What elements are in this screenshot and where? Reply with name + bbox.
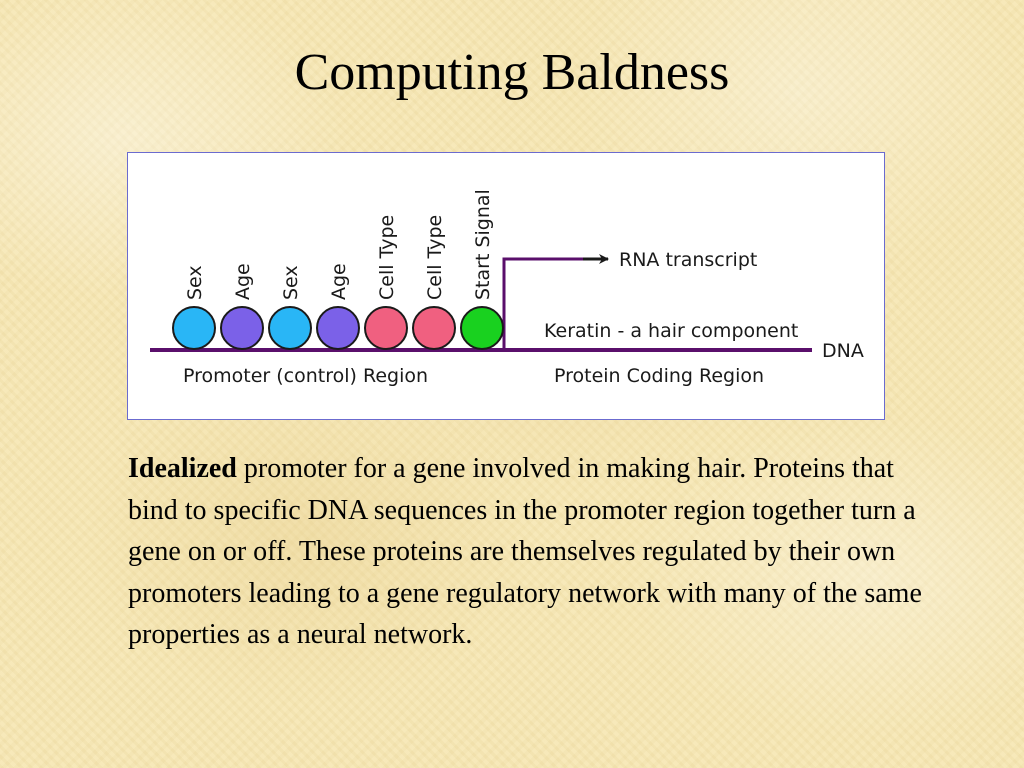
caption-text: promoter for a gene involved in making h… bbox=[128, 453, 922, 650]
transcription-factors: Sex Age Sex Age Cell Type Cell Type Start Sign… bbox=[172, 189, 504, 350]
factor-circle bbox=[268, 306, 312, 350]
factor-circle bbox=[220, 306, 264, 350]
factor-label: Sex bbox=[184, 265, 206, 300]
promoter-region-label: Promoter (control) Region bbox=[183, 365, 428, 387]
factor-circle bbox=[412, 306, 456, 350]
slide-title: Computing Baldness bbox=[294, 44, 730, 101]
factor-label: Age bbox=[232, 263, 254, 300]
factor-label: Cell Type bbox=[424, 215, 446, 300]
factor-circle bbox=[460, 306, 504, 350]
factor-circle bbox=[172, 306, 216, 350]
factor-circle bbox=[364, 306, 408, 350]
factor-label: Sex bbox=[280, 265, 302, 300]
dna-label: DNA bbox=[822, 340, 864, 362]
rna-transcript-label: RNA transcript bbox=[619, 249, 757, 271]
factor-label: Age bbox=[328, 263, 350, 300]
promoter-diagram-svg: Sex Age Sex Age Cell Type Cell Type Start Sign… bbox=[150, 189, 864, 387]
promoter-diagram: Sex Age Sex Age Cell Type Cell Type Start Sign… bbox=[127, 152, 885, 420]
caption-paragraph: Idealized promoter for a gene involved i… bbox=[128, 448, 928, 656]
factor-circle bbox=[316, 306, 360, 350]
coding-region-label: Protein Coding Region bbox=[554, 365, 764, 387]
transcript-start-line bbox=[502, 257, 583, 349]
factor-label: Cell Type bbox=[376, 215, 398, 300]
keratin-label: Keratin - a hair component bbox=[544, 320, 798, 342]
factor-label: Start Signal bbox=[472, 189, 494, 300]
caption-bold-word: Idealized bbox=[128, 453, 237, 484]
